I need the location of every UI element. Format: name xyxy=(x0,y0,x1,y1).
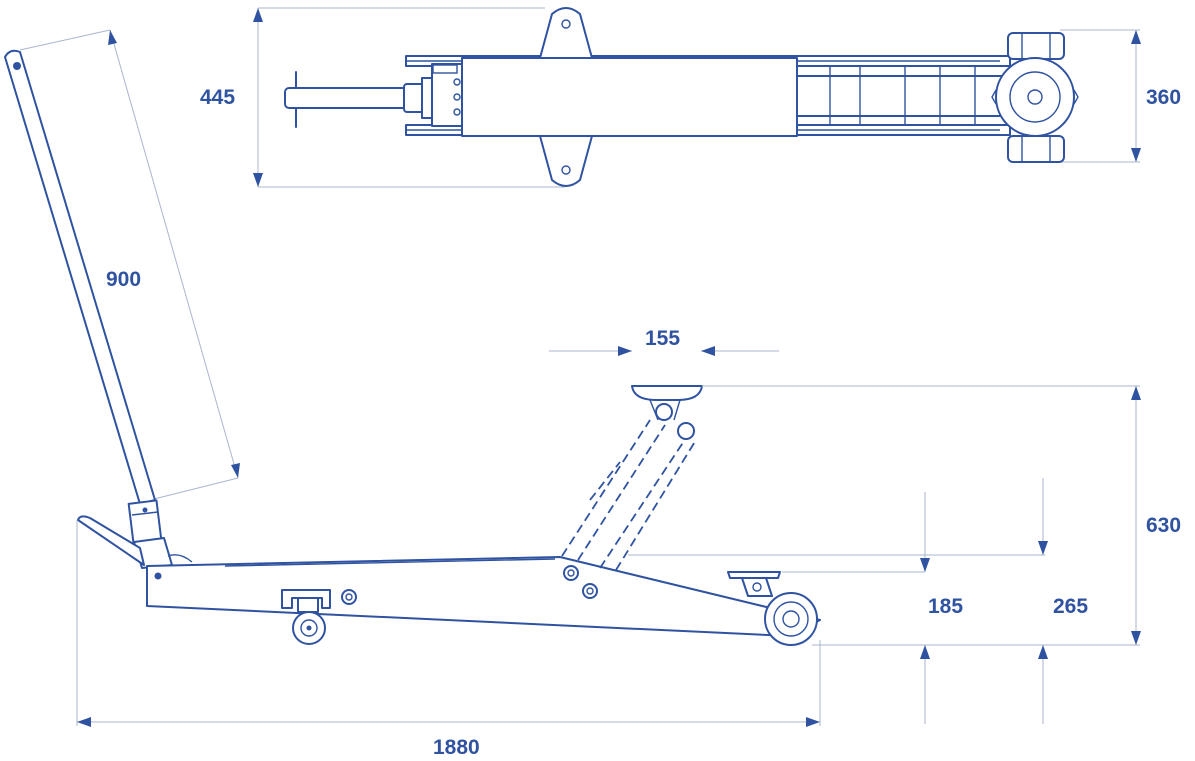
dim-900-arrow-top xyxy=(108,30,117,45)
pump-bolt-3 xyxy=(453,108,461,116)
dim-900-arrow-bottom xyxy=(231,463,240,478)
dim-label-265: 265 xyxy=(1053,595,1088,618)
dim-label-155: 155 xyxy=(645,327,680,350)
saddle-lowered xyxy=(727,571,781,579)
arm-raised-left xyxy=(561,419,651,557)
arm-raised-right-2 xyxy=(615,439,697,571)
lifting-arm-top xyxy=(796,75,1008,117)
caster-axle xyxy=(306,625,312,631)
lug-upper-hole xyxy=(561,19,571,29)
saddle-center-top xyxy=(1027,89,1043,105)
saddle-raised-neck xyxy=(649,399,681,421)
dim-445-arrow-top xyxy=(253,8,263,22)
saddle-outer-top xyxy=(995,57,1075,137)
arm-raised-mid xyxy=(577,424,666,561)
handle-socket-side xyxy=(127,499,163,545)
dim-630-arrow-top xyxy=(1131,386,1141,400)
dim-900-ext-top xyxy=(19,29,111,51)
socket-pin xyxy=(142,507,148,513)
dim-1880-arrow-right xyxy=(806,717,820,727)
dim-900-line xyxy=(109,29,239,479)
handle-hole xyxy=(13,62,21,70)
dim-445-arrow-bottom xyxy=(253,173,263,187)
saddle-lowered-neck xyxy=(741,577,773,597)
main-body-top xyxy=(461,57,798,137)
pump-bolt-1 xyxy=(453,78,461,86)
saddle-lowered-pin xyxy=(752,582,762,592)
dim-360-arrow-top xyxy=(1131,30,1141,44)
top-view: 445 360 xyxy=(200,7,1181,188)
dim-label-900: 900 xyxy=(106,268,141,291)
dim-label-185: 185 xyxy=(928,595,963,618)
chassis-rivet xyxy=(154,572,162,580)
side-view: 155 630 185 265 1880 900 xyxy=(4,29,1181,759)
saddle-mid-top xyxy=(1009,71,1061,123)
dim-label-360: 360 xyxy=(1146,86,1181,109)
dim-185-arrow-bottom xyxy=(920,645,930,659)
dim-265-arrow-bottom xyxy=(1038,645,1048,659)
pivot-bolt-1 xyxy=(563,565,579,581)
lug-lower-hole xyxy=(561,165,571,175)
front-wheel-upper xyxy=(1007,32,1065,60)
front-wheel-side xyxy=(764,592,818,646)
pivot-bolt-2-inner xyxy=(586,587,594,595)
front-wheel-hub xyxy=(782,610,800,628)
caster-fork xyxy=(297,597,319,613)
dim-185-arrow-top xyxy=(920,558,930,572)
saddle-raised-pivot xyxy=(655,403,673,421)
dim-155-arrow-left xyxy=(618,346,632,356)
dim-1880-arrow-left xyxy=(77,717,91,727)
saddle-lobe-left xyxy=(991,89,997,105)
bolt-chassis-inner xyxy=(345,593,353,601)
caster-wheel-hub xyxy=(300,619,318,637)
arm-raised-detail xyxy=(589,461,621,501)
arm-raised-pivot xyxy=(677,422,695,440)
lug-lower xyxy=(539,135,593,187)
dim-265-arrow-top xyxy=(1038,541,1048,555)
pivot-bolt-2 xyxy=(582,583,598,599)
dim-900-ext-bottom xyxy=(149,477,239,501)
handle-tube-top xyxy=(284,87,411,109)
saddle-lobe-right xyxy=(1073,89,1079,105)
lug-upper xyxy=(539,7,593,59)
socket-line xyxy=(131,511,159,516)
dim-label-630: 630 xyxy=(1146,514,1181,537)
handle-tube-side xyxy=(4,49,156,505)
foot-pedal xyxy=(77,515,145,566)
dim-360-arrow-bottom xyxy=(1131,148,1141,162)
saddle-raised xyxy=(631,385,703,401)
chassis-side xyxy=(146,556,821,637)
bolt-chassis xyxy=(341,589,357,605)
pivot-bolt-1-inner xyxy=(567,569,575,577)
front-wheel-lower xyxy=(1007,135,1065,163)
dim-155-arrow-right xyxy=(701,346,715,356)
front-wheel-rim xyxy=(773,601,809,637)
yoke-link xyxy=(167,554,193,563)
dim-630-arrow-bottom xyxy=(1131,631,1141,645)
dim-label-445: 445 xyxy=(200,86,235,109)
arm-raised-right xyxy=(599,431,691,569)
chassis-top-edge xyxy=(224,558,556,567)
dim-label-1880: 1880 xyxy=(433,736,480,759)
caster-bracket xyxy=(281,589,331,609)
pump-bolt-2 xyxy=(453,93,461,101)
pump-spring-top xyxy=(432,64,458,74)
